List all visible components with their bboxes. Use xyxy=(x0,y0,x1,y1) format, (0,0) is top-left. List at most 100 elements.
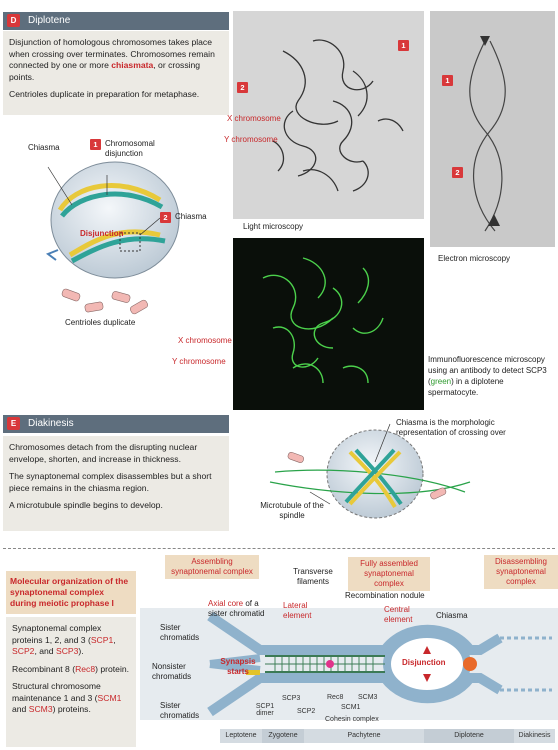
stage-bar: Leptotene Zygotene Pachytene Diplotene D… xyxy=(220,729,555,743)
molecular-text: Synaptonemal complex proteins 1, 2, and … xyxy=(6,617,136,747)
diakinesis-header: E Diakinesis xyxy=(3,415,229,433)
centrioles-icon xyxy=(61,288,148,315)
text-span: Disjunction of homologous chromosomes ta… xyxy=(9,37,215,70)
arrow-icon xyxy=(423,674,431,682)
disjunction-label: Disjunction xyxy=(80,229,124,238)
text-span: ). xyxy=(78,646,84,656)
synapsis-starts-label: Synapsis starts xyxy=(220,657,256,676)
text-span: , and xyxy=(34,646,56,656)
arrow-icon xyxy=(45,249,59,261)
central-element-label: Central element xyxy=(384,605,413,624)
electron-microscopy-label: Electron microscopy xyxy=(438,254,511,263)
text-span: ) proteins. xyxy=(52,704,91,714)
molecular-para2: Recombinant 8 (Rec8) protein. xyxy=(12,664,130,676)
leader-line xyxy=(139,217,161,236)
scm1-term: SCM1 xyxy=(97,692,122,703)
scm1-label: SCM1 xyxy=(341,704,361,711)
electron-micro-chromosome xyxy=(469,36,506,232)
scp2-term: SCP2 xyxy=(12,646,35,656)
chromosomal-disjunction-label: Chromosomal disjunction xyxy=(105,139,155,158)
section-badge-e: E xyxy=(7,416,20,430)
molecular-title: Molecular organization of the synaptonem… xyxy=(6,571,136,614)
diplotene-title: Diplotene xyxy=(28,15,71,26)
chromatid-band xyxy=(209,660,261,674)
centrioles-label: Centrioles duplicate xyxy=(65,318,136,327)
scp1-term: SCP1 xyxy=(90,634,114,645)
lateral-element-label: Lateral element xyxy=(283,601,312,620)
scp2-label: SCP2 xyxy=(297,708,316,715)
chiasma-dot xyxy=(463,657,477,671)
arrow-icon xyxy=(423,646,431,654)
scp1-dimer-label: SCP1 dimer xyxy=(255,703,275,717)
nonsister-chromatids-label: Nonsister chromatids xyxy=(152,662,192,681)
scp1-dimer-mark xyxy=(246,670,260,675)
diakinesis-para3: A microtubule spindle begins to develop. xyxy=(9,500,163,510)
light-micro-chromosomes xyxy=(272,39,404,192)
section-divider xyxy=(3,548,555,549)
text-span: , xyxy=(113,634,116,645)
spindle-line xyxy=(269,481,471,495)
scp3-label: SCP3 xyxy=(282,695,301,702)
text-span: ) in a diplotene spermatocyte. xyxy=(428,377,504,397)
stage-diakinesis: Diakinesis xyxy=(514,729,555,743)
leader-line xyxy=(374,423,391,463)
chromosome-strand xyxy=(348,450,402,506)
text-span: , or crossing points. xyxy=(9,60,201,82)
chromosome-strand xyxy=(60,191,164,218)
diakinesis-cell-illustration xyxy=(269,423,471,519)
diakinesis-text: Chromosomes detach from the disrupting n… xyxy=(3,436,229,531)
chromosome-strand xyxy=(344,448,396,504)
light-microscopy-label: Light microscopy xyxy=(243,222,304,231)
diakinesis-title: Diakinesis xyxy=(28,418,74,429)
text-span: Synaptonemal complex proteins 1, 2, and … xyxy=(12,623,102,645)
axial-core-term: Axial core xyxy=(208,599,244,608)
section-badge-d: D xyxy=(7,13,20,27)
chromatid-band xyxy=(207,673,503,717)
scp3-term: SCP3 xyxy=(55,646,79,656)
immunofluorescence-caption: Immunofluorescence microscopy using an a… xyxy=(428,354,554,398)
chiasma-box xyxy=(119,232,141,252)
x-chromosome-label: X chromosome xyxy=(227,114,281,123)
scm3-term: SCM3 xyxy=(28,704,53,714)
fully-assembled-sc-label: Fully assembled synaptonemal complex xyxy=(348,557,430,591)
number-badge-2: 2 xyxy=(160,212,171,223)
light-microscopy-image xyxy=(233,11,424,219)
stage-zygotene: Zygotene xyxy=(262,729,304,743)
axial-core-label: Axial core of a sister chromatid xyxy=(208,599,270,619)
green-term: green xyxy=(430,377,452,386)
y-chromosome-label-2: Y chromosome xyxy=(172,357,226,366)
x-chromosome-label-2: X chromosome xyxy=(178,336,232,345)
text-span: ) protein. xyxy=(95,663,130,674)
chromosome-strand xyxy=(68,229,161,258)
transverse-filaments-label: Transverse filaments xyxy=(293,567,333,586)
disassembling-sc-label: Disassembling synaptonemal complex xyxy=(484,555,558,589)
chiasmata-term: chiasmata xyxy=(111,60,154,70)
number-badge-1: 1 xyxy=(442,75,453,86)
stage-leptotene: Leptotene xyxy=(220,729,262,743)
diplotene-text: Disjunction of homologous chromosomes ta… xyxy=(3,31,229,115)
molecular-para1: Synaptonemal complex proteins 1, 2, and … xyxy=(12,623,130,658)
number-badge-1: 1 xyxy=(90,139,101,150)
rec8-term: Rec8 xyxy=(75,663,96,674)
chiasma-label-2: Chiasma xyxy=(175,212,207,221)
sister-chromatids-label-1: Sister chromatids xyxy=(160,623,200,642)
y-chromosome-label: Y chromosome xyxy=(224,135,278,144)
disjunction-sc-label: Disjunction xyxy=(402,658,446,667)
text-span: Recombinant 8 ( xyxy=(12,663,76,674)
diplotene-header: D Diplotene xyxy=(3,12,229,30)
text-span: of a sister chromatid xyxy=(208,599,265,618)
number-badge-1: 1 xyxy=(398,40,409,51)
text-span: Structural chromosome maintenance 1 and … xyxy=(12,681,101,703)
electron-microscopy-image xyxy=(430,11,555,247)
chromosome-strand xyxy=(70,236,166,264)
stage-pachytene: Pachytene xyxy=(304,729,424,743)
chromosome-strand xyxy=(57,183,162,212)
recombination-nodule xyxy=(326,660,334,668)
sister-chromatids-label-2: Sister chromatids xyxy=(160,701,200,720)
chiasma-label: Chiasma xyxy=(28,143,60,152)
diplotene-para2: Centrioles duplicate in preparation for … xyxy=(9,89,200,99)
recombination-nodule-label: Recombination nodule xyxy=(345,591,425,600)
diplotene-para1: Disjunction of homologous chromosomes ta… xyxy=(9,37,223,83)
chromosome-strand xyxy=(354,448,403,506)
immunofluorescence-image xyxy=(233,238,424,410)
